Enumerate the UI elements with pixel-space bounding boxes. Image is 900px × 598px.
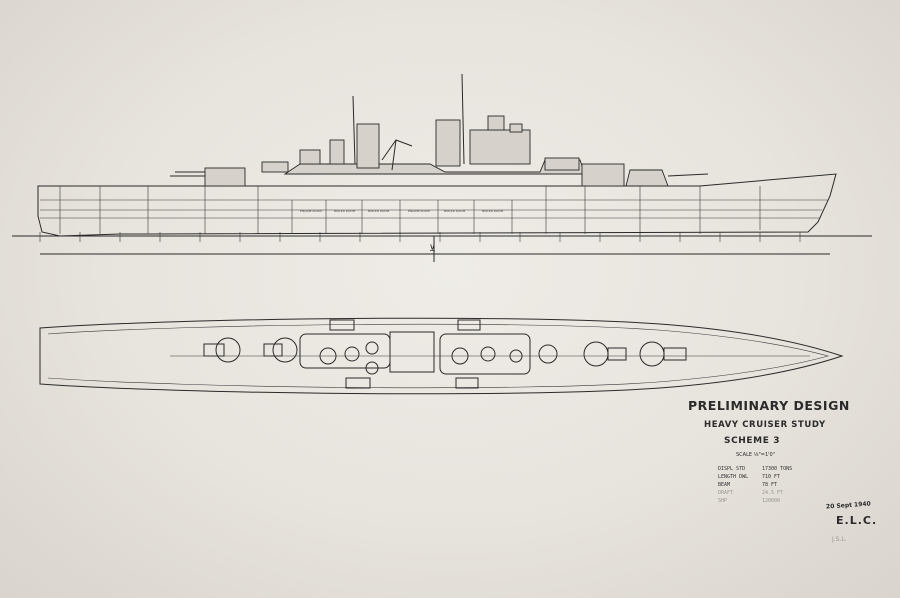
- plan-view: [39, 317, 844, 395]
- approval-initials: E.L.C.: [836, 514, 878, 527]
- profile-room-label: BOILER ROOM: [444, 209, 466, 213]
- spec-value: 78 FT: [762, 482, 778, 488]
- profile-room-label: BOILER ROOM: [334, 209, 356, 213]
- funnel-aft: [356, 123, 380, 169]
- midships-plan: [299, 319, 531, 389]
- approval-note: J.S.L.: [832, 536, 847, 543]
- midship-mark: ⊻: [429, 244, 436, 254]
- profile-room-label: ENGINE ROOM: [300, 209, 322, 213]
- spec-label: BEAM: [718, 482, 731, 488]
- profile-hull: [37, 173, 837, 237]
- title-scale: SCALE ⅛"=1'0": [736, 452, 775, 458]
- bulkheads: [59, 186, 761, 234]
- spec-value: 17300 TONS: [762, 466, 793, 472]
- spec-value: 24.5 FT: [762, 490, 784, 496]
- profile-room-label: ENGINE ROOM: [408, 209, 430, 213]
- mast-aft: [352, 95, 356, 165]
- turrets-aft: [203, 337, 298, 363]
- turret-aft-2: [204, 167, 246, 187]
- frame-stations: [39, 232, 801, 242]
- turrets-fwd: [538, 341, 687, 367]
- mast-fwd: [461, 73, 465, 165]
- spec-label: DISPL STD: [718, 466, 746, 472]
- profile-room-label: BOILER ROOM: [482, 209, 504, 213]
- title-subtitle: HEAVY CRUISER STUDY: [704, 420, 826, 430]
- side-profile: ENGINE ROOM BOILER ROOM BOILER ROOM ENGI…: [12, 73, 872, 262]
- spec-label: SHP: [718, 498, 728, 504]
- title-scheme: SCHEME 3: [724, 436, 781, 446]
- turret-fwd-1: [581, 163, 625, 187]
- bridge: [469, 129, 531, 165]
- spec-value: 120000: [762, 498, 781, 504]
- turret-fwd-2: [625, 169, 669, 187]
- spec-label: LENGTH DWL: [718, 474, 749, 480]
- profile-room-label: BOILER ROOM: [368, 209, 390, 213]
- funnel-fwd: [435, 119, 461, 167]
- superstructure: [170, 73, 709, 187]
- plan-hull: [39, 317, 844, 395]
- title-heading: PRELIMINARY DESIGN: [688, 398, 850, 413]
- spec-label: DRAFT: [718, 490, 734, 496]
- spec-value: 710 FT: [762, 474, 781, 480]
